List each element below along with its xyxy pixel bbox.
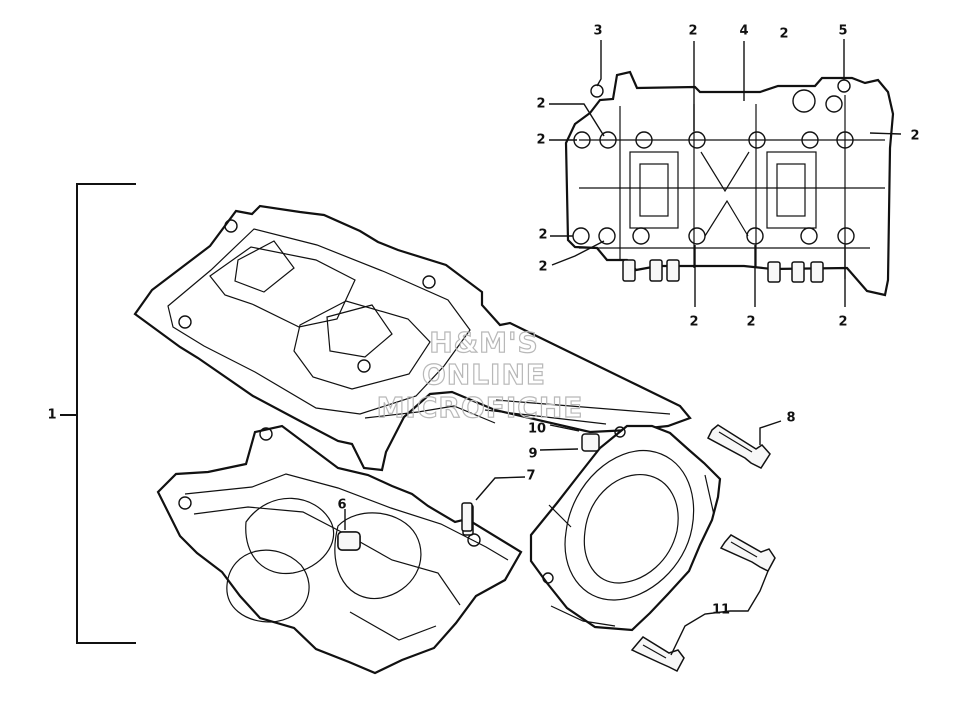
side-cover (529, 424, 722, 632)
callout-2-left-b: 2 (536, 133, 545, 148)
callout-2-left-d: 2 (538, 260, 547, 275)
callout-1: 1 (47, 408, 56, 423)
dowel-10 (581, 433, 600, 452)
callout-5: 5 (838, 24, 847, 39)
bolt-11a (719, 534, 776, 572)
callout-10: 10 (528, 422, 546, 437)
callout-2-bottom-c: 2 (838, 315, 847, 330)
watermark: H&M'S ONLINE MICROFICHE (376, 325, 584, 424)
callout-2-bottom-a: 2 (689, 315, 698, 330)
fitting-7 (461, 502, 473, 532)
assembly-bracket (60, 183, 136, 644)
bolt-8 (707, 424, 771, 469)
watermark-line-1: H&M'S (429, 326, 538, 359)
callout-2-top-b: 2 (779, 27, 788, 42)
callout-11: 11 (712, 603, 730, 618)
callout-8: 8 (786, 411, 795, 426)
callout-2-bottom-b: 2 (746, 315, 755, 330)
callout-4: 4 (739, 24, 748, 39)
callout-3: 3 (593, 24, 602, 39)
callout-2-left-a: 2 (536, 97, 545, 112)
callout-7: 7 (526, 469, 535, 484)
callout-2-right: 2 (910, 129, 919, 144)
leader-lines (344, 39, 902, 656)
plug-6 (337, 531, 361, 551)
callout-2-left-c: 2 (538, 228, 547, 243)
callout-6: 6 (337, 498, 346, 513)
watermark-line-2: ONLINE (422, 358, 546, 391)
callout-9: 9 (528, 447, 537, 462)
upper-crankcase-half (133, 204, 692, 472)
crankcase-top-view (564, 70, 895, 297)
bolt-11b (630, 636, 685, 672)
callout-2-top-a: 2 (688, 24, 697, 39)
watermark-line-3: MICROFICHE (377, 391, 584, 424)
